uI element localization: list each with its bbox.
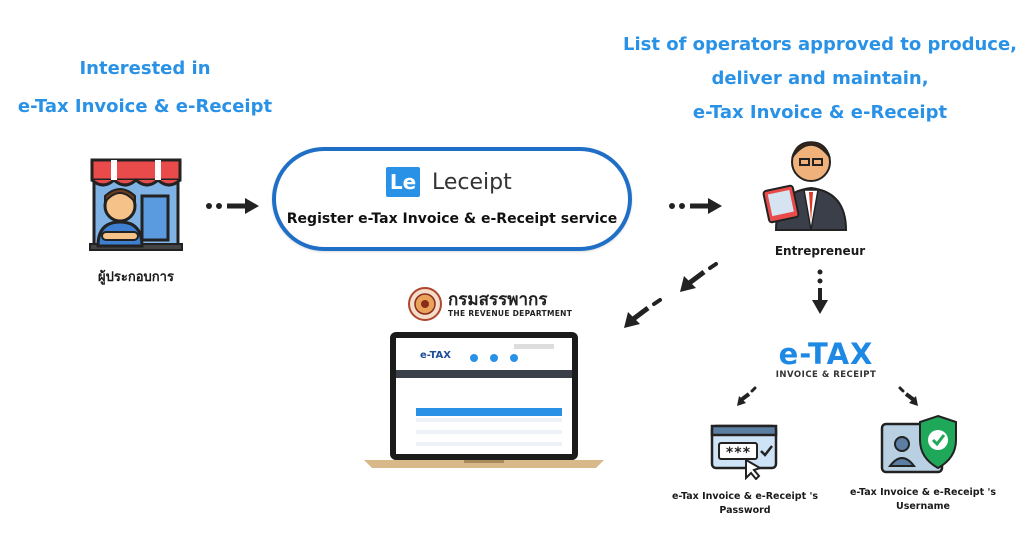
etax-logo-title: e-TAX (778, 337, 874, 371)
username-id-card-icon (880, 414, 960, 476)
password-mask: *** (725, 445, 750, 461)
entrepreneur-label: Entrepreneur (774, 244, 866, 258)
username-label: e-Tax Invoice & e-Receipt 's Username (838, 486, 1008, 514)
leceipt-brand: Leceipt (432, 169, 512, 195)
arrow-down-left-icon (620, 296, 664, 334)
password-label: e-Tax Invoice & e-Receipt 's Password (660, 490, 830, 518)
username-label-line1: e-Tax Invoice & e-Receipt 's (849, 487, 997, 498)
leceipt-logo: Le Leceipt (386, 167, 512, 197)
arrow-down-icon (811, 268, 829, 316)
arrow-down-left-icon (676, 260, 720, 298)
right-heading-line2: deliver and maintain, (711, 68, 929, 89)
revenue-english-name: THE REVENUE DEPARTMENT (448, 308, 573, 318)
left-heading: Interested in e-Tax Invoice & e-Receipt (10, 52, 280, 124)
left-heading-line1: Interested in (79, 58, 211, 79)
shop-owner-icon (88, 152, 184, 252)
register-service-text: Register e-Tax Invoice & e-Receipt servi… (286, 211, 618, 227)
etax-logo-subtitle: INVOICE & RECEIPT (775, 370, 877, 380)
password-icon: *** (710, 424, 778, 480)
revenue-seal-icon (408, 287, 442, 321)
revenue-department-logo: กรมสรรพากร THE REVENUE DEPARTMENT (408, 287, 572, 321)
etax-logo: e-TAX INVOICE & RECEIPT (770, 338, 882, 380)
leceipt-logo-mark: Le (386, 167, 420, 197)
right-heading-line3: e-Tax Invoice & e-Receipt (692, 102, 948, 123)
password-label-line2: Password (719, 505, 771, 516)
revenue-thai-name: กรมสรรพากร (448, 289, 548, 310)
operator-label: ผู้ประกอบการ (98, 270, 174, 285)
arrow-right-icon (668, 197, 724, 215)
leceipt-service-card[interactable]: Le Leceipt Register e-Tax Invoice & e-Re… (272, 147, 632, 251)
laptop-etax-portal: e-TAX (364, 330, 604, 470)
username-label-line2: Username (895, 501, 950, 512)
right-heading: List of operators approved to produce, d… (610, 28, 1024, 130)
entrepreneur-icon (758, 132, 864, 232)
svg-text:e-TAX: e-TAX (420, 350, 451, 361)
arrow-down-left-icon (735, 386, 759, 408)
arrow-down-right-icon (896, 386, 920, 408)
right-heading-line1: List of operators approved to produce, (622, 34, 1018, 55)
arrow-right-icon (205, 197, 261, 215)
password-label-line1: e-Tax Invoice & e-Receipt 's (671, 491, 819, 502)
left-heading-line2: e-Tax Invoice & e-Receipt (17, 96, 273, 117)
